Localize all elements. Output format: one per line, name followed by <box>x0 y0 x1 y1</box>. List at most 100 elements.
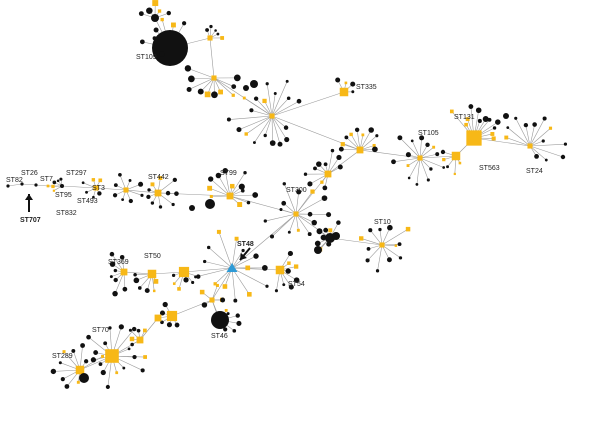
tree-node-312 <box>154 314 162 322</box>
tree-node-80 <box>372 143 376 148</box>
tree-node-199 <box>206 245 211 250</box>
tree-node-281 <box>152 30 188 66</box>
tree-node-122 <box>446 165 449 169</box>
tree-edge-192 <box>289 213 297 233</box>
tree-edge-180 <box>224 170 231 197</box>
tree-node-286 <box>269 113 275 119</box>
tree-node-244 <box>130 342 134 347</box>
tree-node-300 <box>147 269 157 279</box>
tree-node-179 <box>378 227 382 232</box>
tree-node-86 <box>407 176 411 180</box>
tree-node-70 <box>350 81 356 87</box>
tree-node-269 <box>127 347 131 351</box>
tree-node-98 <box>465 117 470 122</box>
tree-node-46 <box>197 88 204 95</box>
tree-node-295 <box>293 211 299 217</box>
tree-edge-72 <box>213 77 234 87</box>
tree-node-69 <box>344 81 348 85</box>
tree-node-313 <box>136 336 144 344</box>
tree-node-263 <box>93 350 99 355</box>
tree-node-154 <box>252 192 259 198</box>
tree-node-94 <box>432 145 436 149</box>
tree-node-315 <box>189 205 195 211</box>
tree-edge-92 <box>255 98 273 117</box>
tree-node-64 <box>273 92 277 96</box>
tree-node-66 <box>286 96 291 100</box>
tree-node-84 <box>426 178 430 182</box>
tree-node-145 <box>209 194 213 199</box>
tree-node-186 <box>320 234 327 241</box>
tree-node-155 <box>246 200 251 205</box>
tree-node-142 <box>158 176 163 181</box>
tree-node-132 <box>330 148 335 153</box>
tree-node-51 <box>284 136 290 143</box>
tree-node-73 <box>340 142 345 147</box>
tree-node-167 <box>296 189 302 195</box>
tree-node-8 <box>56 179 60 183</box>
tree-node-249 <box>224 308 228 312</box>
tree-node-68 <box>335 77 341 83</box>
label-st131: ST131 <box>454 114 475 121</box>
tree-edge-245 <box>114 271 125 294</box>
tree-edge-4 <box>271 91 345 117</box>
tree-node-116 <box>563 142 568 146</box>
tree-node-237 <box>215 283 219 287</box>
tree-node-203 <box>253 253 259 259</box>
tree-node-194 <box>233 298 238 303</box>
tree-node-288 <box>417 155 423 161</box>
tree-node-45 <box>204 91 211 98</box>
tree-node-303 <box>211 311 229 329</box>
tree-node-157 <box>307 211 313 217</box>
tree-node-320 <box>79 373 89 383</box>
tree-node-271 <box>76 380 80 384</box>
tree-node-42 <box>231 93 235 97</box>
tree-node-95 <box>435 152 440 157</box>
label-st50: ST50 <box>144 253 161 260</box>
label-st105: ST105 <box>418 130 439 137</box>
tree-node-160 <box>296 228 300 232</box>
tree-edge-79 <box>191 77 215 80</box>
tree-edge-73 <box>213 77 234 96</box>
tree-node-162 <box>269 234 275 239</box>
tree-edge-78 <box>188 77 215 90</box>
tree-node-76 <box>354 127 360 132</box>
tree-node-58 <box>226 117 231 122</box>
tree-node-279 <box>83 359 89 364</box>
tree-node-177 <box>359 236 364 241</box>
tree-edge-7 <box>419 155 457 159</box>
tree-edge-122 <box>411 140 421 159</box>
tree-node-90 <box>397 135 403 141</box>
tree-node-53 <box>269 140 276 146</box>
tree-edge-86 <box>254 115 273 143</box>
tree-node-152 <box>238 183 245 190</box>
tree-edge-194 <box>265 213 297 222</box>
tree-node-67 <box>296 98 302 104</box>
tree-node-21 <box>118 172 122 177</box>
tree-edge-224 <box>231 267 250 295</box>
tree-edge-147 <box>529 143 566 147</box>
tree-node-47 <box>186 86 192 92</box>
tree-node-235 <box>201 302 208 308</box>
tree-node-97 <box>464 122 468 127</box>
tree-edge-47 <box>125 189 143 196</box>
tree-node-14 <box>91 178 96 182</box>
tree-edge-179 <box>218 175 231 197</box>
tree-node-204 <box>245 265 251 271</box>
tree-edge-27 <box>171 299 213 317</box>
tree-edge-190 <box>295 213 310 235</box>
tree-node-137 <box>158 205 163 209</box>
tree-node-311 <box>166 310 178 322</box>
tree-node-224 <box>137 286 142 290</box>
tree-node-15 <box>98 178 103 183</box>
tree-node-141 <box>150 182 155 187</box>
tree-node-236 <box>199 289 205 295</box>
tree-edge-88 <box>238 115 273 130</box>
tree-node-250 <box>226 312 230 316</box>
tree-node-91 <box>410 139 414 143</box>
tree-node-278 <box>80 343 85 348</box>
tree-node-200 <box>216 229 221 234</box>
tree-node-276 <box>62 350 66 354</box>
tree-node-193 <box>247 292 252 297</box>
tree-edge-223 <box>231 267 268 287</box>
label-st442: ST442 <box>148 174 169 181</box>
